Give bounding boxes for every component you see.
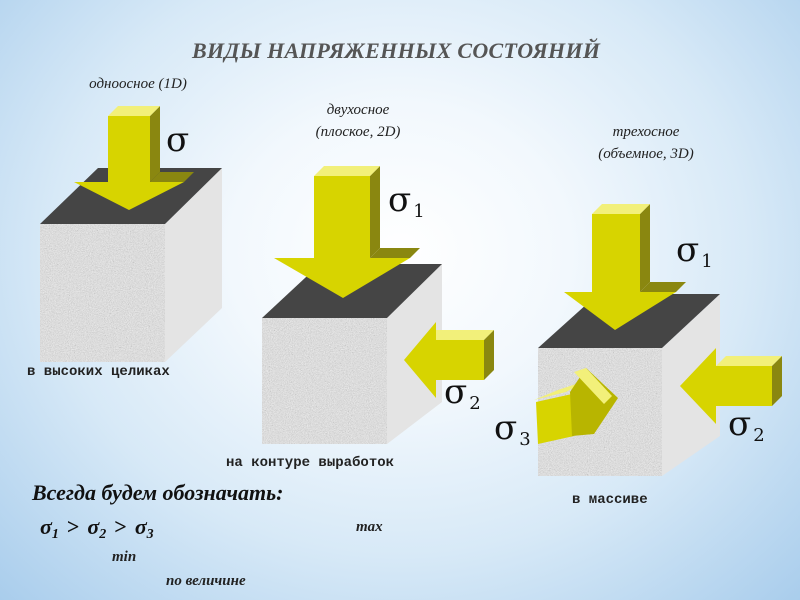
page-title: ВИДЫ НАПРЯЖЕННЫХ СОСТОЯНИЙ xyxy=(192,38,601,63)
label-triaxial-line1: трехосное xyxy=(612,124,680,140)
arrow-sigma-1d xyxy=(74,106,194,210)
arrow-sigma1-2d xyxy=(274,166,420,298)
note-text: Всегда будем обозначать: xyxy=(32,480,284,505)
label-triaxial-line2: (объемное, 3D) xyxy=(598,146,694,162)
arrow-sigma2-2d xyxy=(404,322,494,398)
arrow-sigma1-3d xyxy=(564,204,686,330)
magnitude-label: по величине xyxy=(166,573,246,589)
label-uniaxial: одноосное (1D) xyxy=(89,76,187,92)
location-uniaxial: в высоких целиках xyxy=(27,364,170,380)
sigma-order-formula: σ1>σ2>σ3 xyxy=(40,514,154,542)
arrow-sigma3-3d xyxy=(534,368,618,444)
label-biaxial-line1: двухосное xyxy=(326,102,390,118)
block-1d-side xyxy=(165,168,222,362)
sigma-1d-label: σ xyxy=(166,120,190,160)
arrow-sigma2-3d xyxy=(680,348,782,424)
min-label: min xyxy=(112,549,137,565)
block-2d-front xyxy=(262,318,387,444)
location-biaxial: на контуре выработок xyxy=(226,455,395,471)
max-label: max xyxy=(356,519,383,535)
label-biaxial-line2: (плоское, 2D) xyxy=(315,124,401,140)
location-triaxial: в массиве xyxy=(572,492,648,508)
label-triaxial: трехосное (объемное, 3D) xyxy=(566,121,726,165)
block-1d-front xyxy=(40,224,165,362)
label-biaxial: двухосное (плоское, 2D) xyxy=(278,99,438,143)
